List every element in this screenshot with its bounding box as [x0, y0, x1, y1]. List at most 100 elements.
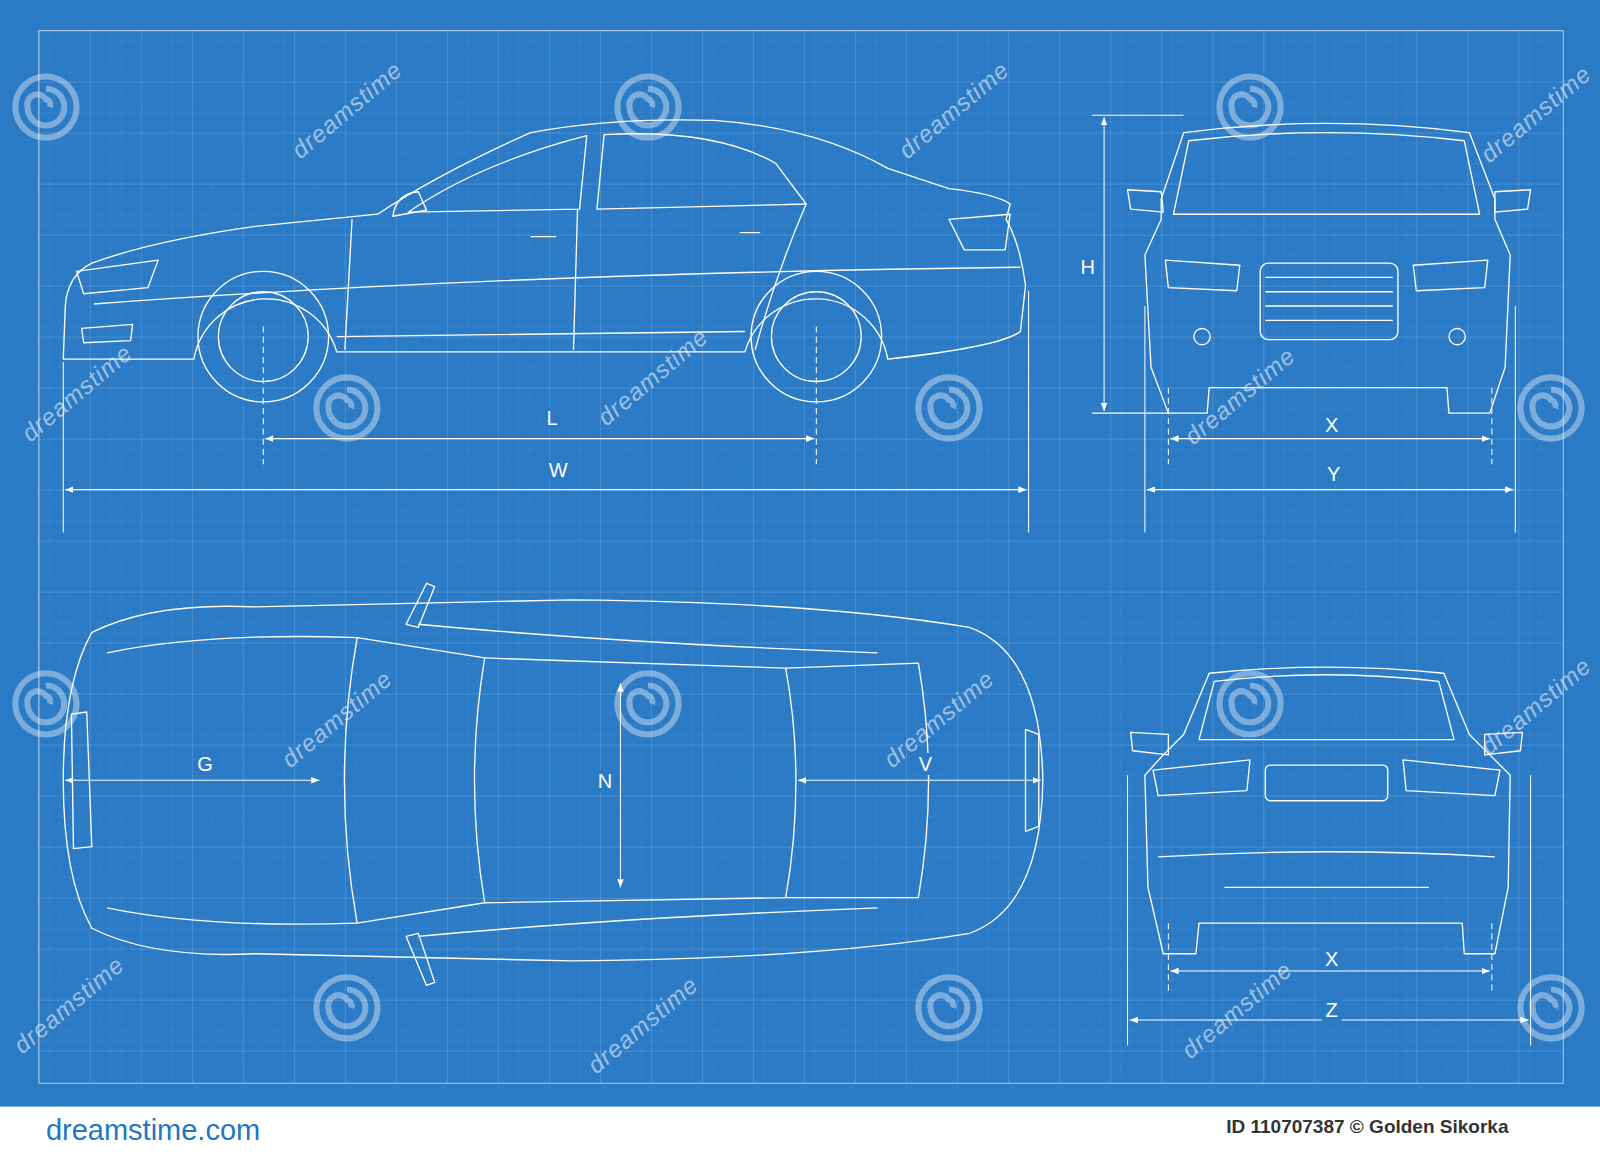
watermark: dreamstime: [583, 972, 702, 1077]
spiral-curve: [1231, 685, 1268, 722]
window: [408, 136, 587, 213]
spiral-curve: [1532, 390, 1569, 427]
site-name: dreamstime.com: [46, 1116, 260, 1145]
spiral-logo: [1520, 977, 1581, 1038]
mirror: [1131, 732, 1523, 754]
watermark: dreamstime: [17, 340, 136, 445]
watermark: dreamstime: [10, 952, 129, 1057]
top-view: [63, 583, 1043, 985]
spiral-logo: [617, 673, 678, 734]
watermark: dreamstime: [1476, 62, 1595, 167]
spiral-curve: [930, 390, 967, 427]
watermark: dreamstime: [879, 666, 998, 771]
body-outline: [63, 600, 1043, 961]
spiral-logo: [316, 977, 377, 1038]
spiral-curve: [629, 685, 666, 722]
extension-line: [1092, 115, 1184, 413]
spiral-ring: [918, 377, 979, 438]
foglight: [1449, 328, 1465, 344]
spiral-logo: [1219, 673, 1280, 734]
dimension-line: [798, 780, 1041, 781]
dimension-line: [1170, 438, 1489, 439]
watermark-logos: [15, 77, 1581, 1039]
spiral-curve: [930, 989, 967, 1026]
dimension-line: [265, 438, 814, 439]
grille: [1260, 263, 1398, 340]
dimension-line: [1104, 117, 1105, 411]
grille-bars: [1265, 277, 1393, 320]
grid-frame: [39, 31, 1563, 1084]
door-line: [345, 204, 806, 350]
image-id: ID 110707387 © Golden Sikorka: [1226, 1117, 1508, 1136]
watermark: dreamstime: [287, 57, 406, 162]
spiral-curve: [1231, 89, 1268, 126]
bumper-line: [1158, 852, 1495, 888]
watermark: dreamstime: [1476, 653, 1595, 758]
plate: [1265, 765, 1387, 801]
spiral-ring: [15, 673, 76, 734]
window: [597, 134, 806, 209]
taillight: [1153, 760, 1500, 796]
windshield: [1173, 133, 1479, 215]
spiral-ring: [617, 673, 678, 734]
spiral-logo: [1520, 377, 1581, 438]
dimension-label: V: [915, 753, 936, 775]
spiral-logo: [617, 77, 678, 138]
taillight: [949, 214, 1010, 250]
mirror: [1128, 190, 1531, 212]
watermark: dreamstime: [593, 325, 712, 430]
foglight: [82, 324, 133, 342]
roof: [485, 658, 796, 903]
body-outline: [1145, 667, 1510, 954]
spiral-logo: [918, 977, 979, 1038]
body-outline: [1145, 123, 1510, 413]
spiral-ring: [1219, 77, 1280, 138]
dimension-line: [65, 780, 319, 781]
extension-line: [1168, 923, 1491, 994]
dimension-label: X: [1321, 414, 1342, 436]
spiral-curve: [1532, 989, 1569, 1026]
spiral-curve: [328, 390, 365, 427]
dimension-label: Z: [1322, 999, 1342, 1021]
rear-window: [1199, 675, 1454, 740]
dimension-label: Y: [1323, 463, 1344, 485]
dimension-label: L: [542, 407, 561, 429]
footer-strip: [0, 1107, 1600, 1169]
spiral-ring: [1520, 977, 1581, 1038]
spiral-logo: [1219, 77, 1280, 138]
spiral-logo: [316, 377, 377, 438]
spiral-logo: [918, 377, 979, 438]
dimension-lines: [63, 115, 1530, 1045]
extension-line: [1145, 306, 1515, 532]
mirror: [393, 192, 427, 216]
spiral-ring: [1520, 377, 1581, 438]
side-view: [63, 120, 1025, 402]
dimension-label: H: [1077, 256, 1099, 278]
headlight: [1165, 260, 1487, 291]
rear-view: [1131, 667, 1523, 954]
watermark: dreamstime: [895, 57, 1014, 162]
mirror: [406, 583, 435, 985]
blueprint-ground: [0, 0, 1600, 1107]
spiral-curve: [328, 989, 365, 1026]
dimension-line: [1170, 971, 1489, 972]
watermark: dreamstime: [1177, 957, 1296, 1062]
extension-line: [263, 326, 816, 464]
front-view: [1128, 123, 1531, 413]
spiral-ring: [316, 377, 377, 438]
spiral-ring: [617, 77, 678, 138]
extension-line: [63, 291, 1028, 533]
watermark: dreamstime: [277, 666, 396, 771]
dimension-label: X: [1321, 948, 1342, 970]
watermark: dreamstime: [1180, 343, 1299, 448]
spiral-ring: [15, 77, 76, 138]
dimension-label: G: [193, 753, 217, 775]
spiral-ring: [316, 977, 377, 1038]
spiral-logo: [15, 77, 76, 138]
dimension-line: [620, 683, 621, 887]
headlight: [77, 260, 159, 294]
spiral-logo: [15, 673, 76, 734]
body-outline: [63, 120, 1025, 359]
foglight: [1194, 328, 1210, 344]
